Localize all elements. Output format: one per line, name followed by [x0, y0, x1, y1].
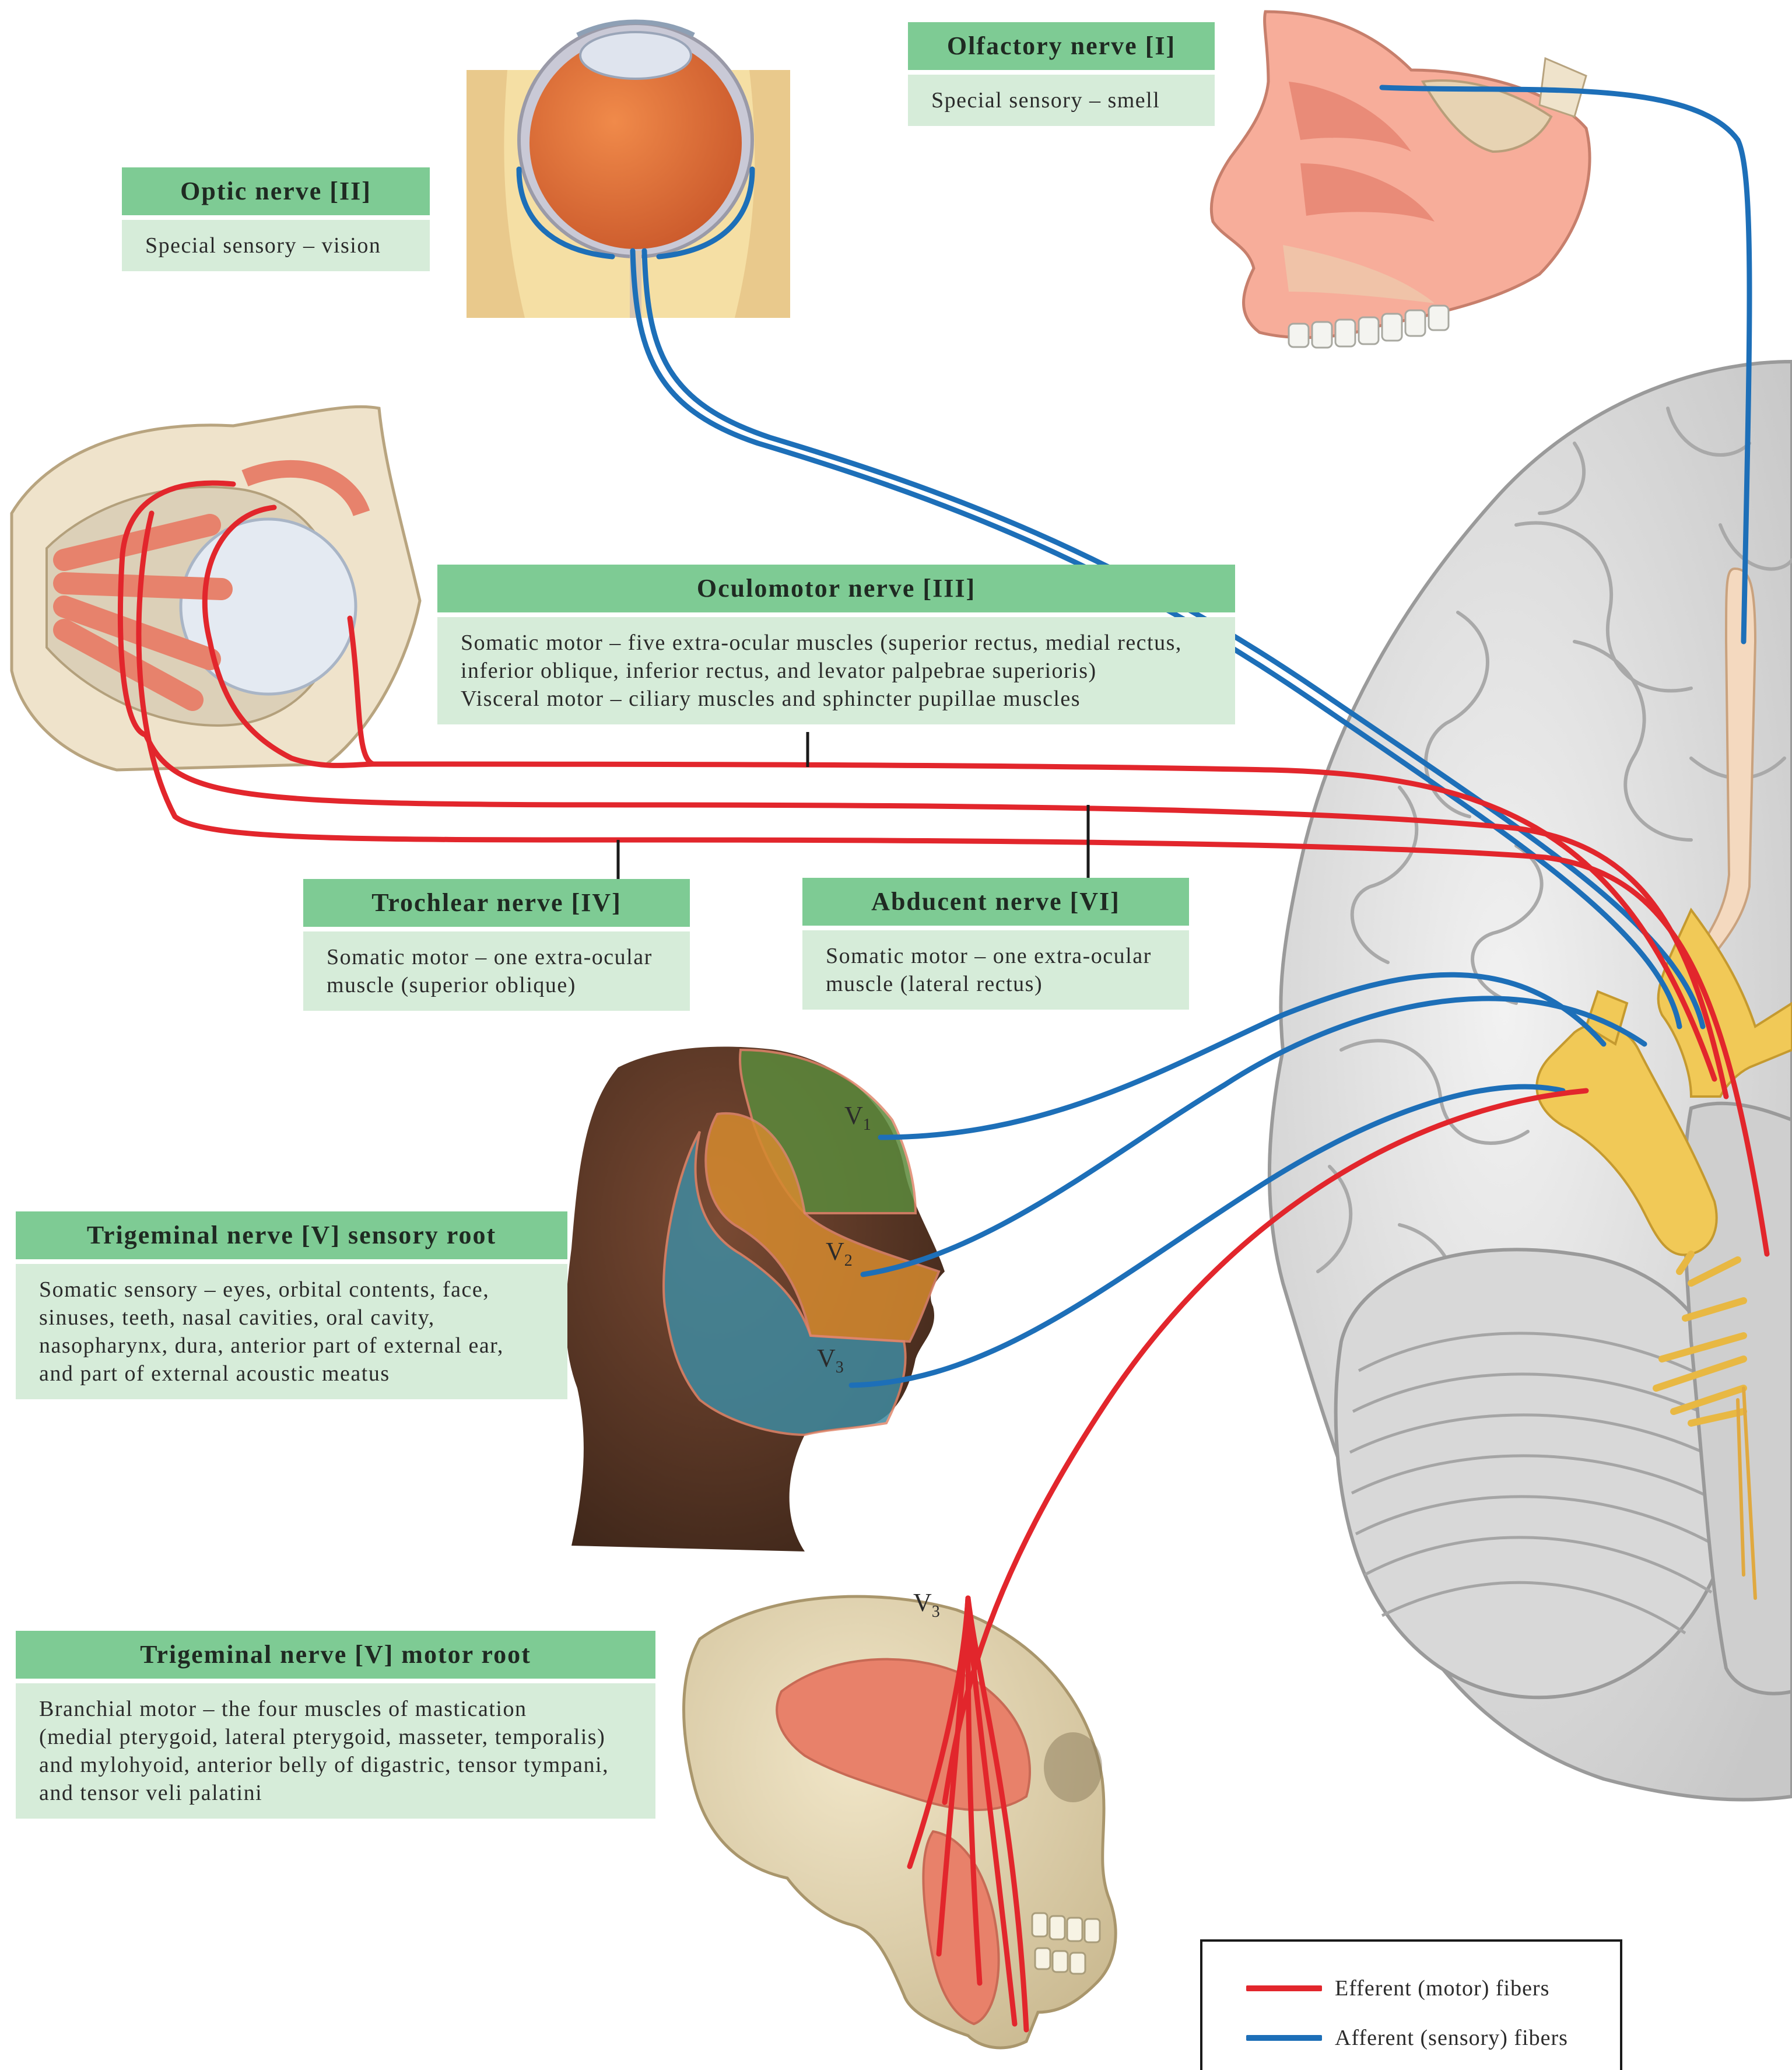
description-line: muscle (superior oblique) — [327, 971, 667, 999]
abducent-nerve-title: Abducent nerve [VI] — [802, 878, 1189, 926]
description-line: Branchial motor – the four muscles of ma… — [39, 1695, 632, 1723]
optic-nerve-description: Special sensory – vision — [122, 220, 430, 271]
description-line: muscle (lateral rectus) — [826, 970, 1166, 998]
optic-nerve-title: Optic nerve [II] — [122, 167, 430, 215]
legend-afferent-label: Afferent (sensory) fibers — [1335, 2025, 1568, 2051]
fiber-legend: Efferent (motor) fibers Afferent (sensor… — [1200, 1939, 1622, 2070]
skull-masticatory-illustration — [684, 1596, 1116, 2048]
legend-item-afferent: Afferent (sensory) fibers — [1246, 2020, 1568, 2055]
v1-label: V1 — [844, 1101, 871, 1134]
trochlear-nerve-title: Trochlear nerve [IV] — [303, 879, 690, 927]
description-line: sinuses, teeth, nasal cavities, oral cav… — [39, 1304, 544, 1332]
efferent-swatch — [1246, 1985, 1322, 1991]
eyeball-illustration — [467, 22, 790, 318]
olfactory-nerve-box: Olfactory nerve [I] Special sensory – sm… — [908, 22, 1215, 126]
trigeminal-sensory-root-description: Somatic sensory – eyes, orbital contents… — [16, 1264, 567, 1399]
description-line: Special sensory – smell — [931, 86, 1191, 114]
trochlear-nerve-description: Somatic motor – one extra-ocular muscle … — [303, 931, 690, 1011]
oculomotor-nerve-title: Oculomotor nerve [III] — [437, 565, 1235, 612]
legend-item-efferent: Efferent (motor) fibers — [1246, 1971, 1549, 2006]
nasal-cavity-illustration — [1211, 12, 1590, 348]
abducent-nerve-box: Abducent nerve [VI] Somatic motor – one … — [802, 878, 1189, 1010]
description-line: Visceral motor – ciliary muscles and sph… — [461, 685, 1212, 713]
abducent-nerve-description: Somatic motor – one extra-ocular muscle … — [802, 930, 1189, 1010]
trigeminal-motor-root-box: Trigeminal nerve [V] motor root Branchia… — [16, 1631, 655, 1819]
legend-efferent-label: Efferent (motor) fibers — [1335, 1976, 1549, 2001]
oculomotor-nerve-box: Oculomotor nerve [III] Somatic motor – f… — [437, 565, 1235, 724]
trochlear-nerve-box: Trochlear nerve [IV] Somatic motor – one… — [303, 879, 690, 1011]
description-line: and part of external acoustic meatus — [39, 1360, 544, 1388]
description-line: and mylohyoid, anterior belly of digastr… — [39, 1751, 632, 1779]
trigeminal-sensory-root-box: Trigeminal nerve [V] sensory root Somati… — [16, 1211, 567, 1399]
trigeminal-sensory-root-title: Trigeminal nerve [V] sensory root — [16, 1211, 567, 1259]
olfactory-nerve-description: Special sensory – smell — [908, 75, 1215, 126]
trigeminal-motor-root-title: Trigeminal nerve [V] motor root — [16, 1631, 655, 1679]
description-line: inferior oblique, inferior rectus, and l… — [461, 657, 1212, 685]
description-line: Somatic sensory – eyes, orbital contents… — [39, 1276, 544, 1304]
v3-skull-label: V3 — [913, 1588, 940, 1621]
oculomotor-nerve-description: Somatic motor – five extra-ocular muscle… — [437, 617, 1235, 724]
optic-nerve-box: Optic nerve [II] Special sensory – visio… — [122, 167, 430, 271]
description-line: Somatic motor – one extra-ocular — [826, 942, 1166, 970]
v2-label: V2 — [826, 1237, 853, 1270]
v3-face-label: V3 — [817, 1343, 844, 1377]
head-dermatome-illustration — [566, 1046, 945, 1551]
trigeminal-motor-root-description: Branchial motor – the four muscles of ma… — [16, 1683, 655, 1819]
olfactory-nerve-title: Olfactory nerve [I] — [908, 22, 1215, 70]
description-line: (medial pterygoid, lateral pterygoid, ma… — [39, 1723, 632, 1751]
description-line: nasopharynx, dura, anterior part of exte… — [39, 1332, 544, 1360]
description-line: Somatic motor – five extra-ocular muscle… — [461, 629, 1212, 657]
afferent-swatch — [1246, 2035, 1322, 2041]
description-line: Special sensory – vision — [145, 232, 406, 260]
description-line: and tensor veli palatini — [39, 1779, 632, 1807]
description-line: Somatic motor – one extra-ocular — [327, 943, 667, 971]
